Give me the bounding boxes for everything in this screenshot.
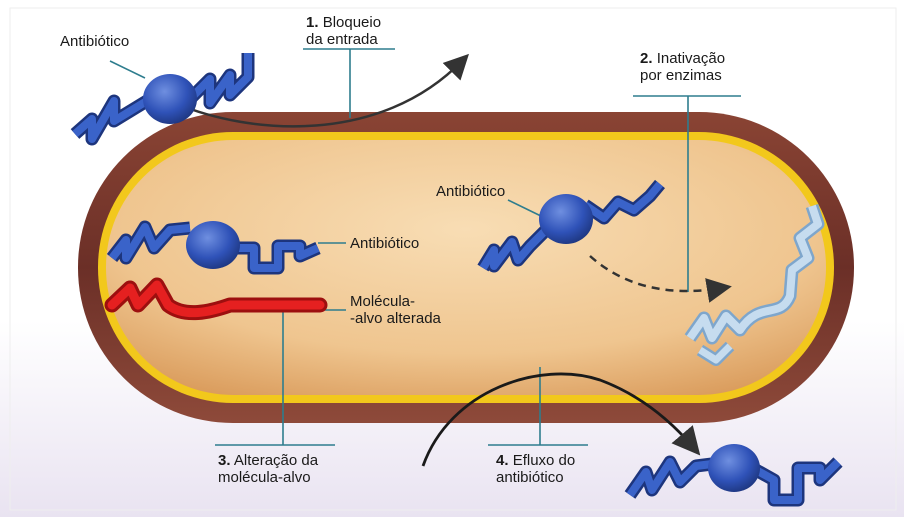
step4-line1: Efluxo do — [513, 452, 576, 469]
step1-line1: Bloqueio — [323, 14, 381, 31]
step3-line1: Alteração da — [234, 452, 318, 469]
step1-number: 1. — [306, 14, 319, 31]
label-altered-target: Molécula- -alvo alterada — [350, 293, 441, 327]
step2-line2: por enzimas — [640, 67, 722, 84]
step4-number: 4. — [496, 452, 509, 469]
label-antibiotic-inside-right: Antibiótico — [436, 183, 505, 200]
step3-number: 3. — [218, 452, 231, 469]
label-antibiotic-outside: Antibiótico — [60, 33, 129, 50]
bacterial-cell — [78, 112, 854, 423]
step2-number: 2. — [640, 50, 653, 67]
target-line2: -alvo alterada — [350, 310, 441, 327]
label-step4: 4. Efluxo do antibiótico — [496, 452, 575, 486]
step1-line2: da entrada — [306, 31, 378, 48]
target-line1: Molécula- — [350, 293, 415, 310]
step3-line2: molécula-alvo — [218, 469, 311, 486]
label-step1: 1. Bloqueio da entrada — [306, 14, 381, 48]
step2-line1: Inativação — [657, 50, 725, 67]
label-antibiotic-inside-left: Antibiótico — [350, 235, 419, 252]
label-step3: 3. Alteração da molécula-alvo — [218, 452, 318, 486]
step4-line2: antibiótico — [496, 469, 564, 486]
label-step2: 2. Inativação por enzimas — [640, 50, 725, 84]
